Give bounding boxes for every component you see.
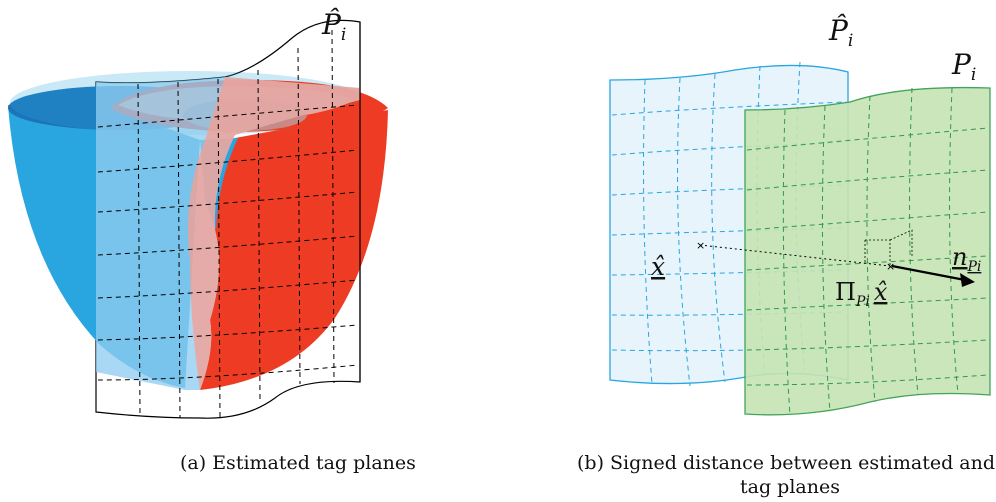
caption-a: (a) Estimated tag planes	[180, 452, 416, 474]
tag-plane-front-pink	[187, 77, 360, 390]
panel-a-diagram: P̂i	[8, 8, 388, 419]
plane-label-a: P̂i	[321, 8, 346, 45]
tag-plane-grid	[97, 29, 359, 419]
point-x-label: x̂	[651, 252, 665, 281]
true-plane-grid	[746, 87, 989, 417]
projection-line	[699, 244, 891, 267]
point-x-marker: ×	[696, 239, 705, 252]
true-plane-label: Pi	[951, 48, 976, 85]
normal-arrowhead	[960, 273, 975, 287]
estimated-plane-label: P̂i	[828, 14, 853, 51]
normal-arrow	[891, 264, 966, 282]
projection-point-marker: ×	[886, 260, 895, 273]
tag-plane-front	[96, 77, 360, 390]
right-angle-marker-2	[889, 229, 913, 257]
heart-right-wall	[200, 110, 388, 390]
normal-label: nPi	[952, 243, 981, 275]
caption-b-line2: tag planes	[740, 476, 840, 498]
caption-b-line1: (b) Signed distance between estimated an…	[577, 452, 996, 474]
